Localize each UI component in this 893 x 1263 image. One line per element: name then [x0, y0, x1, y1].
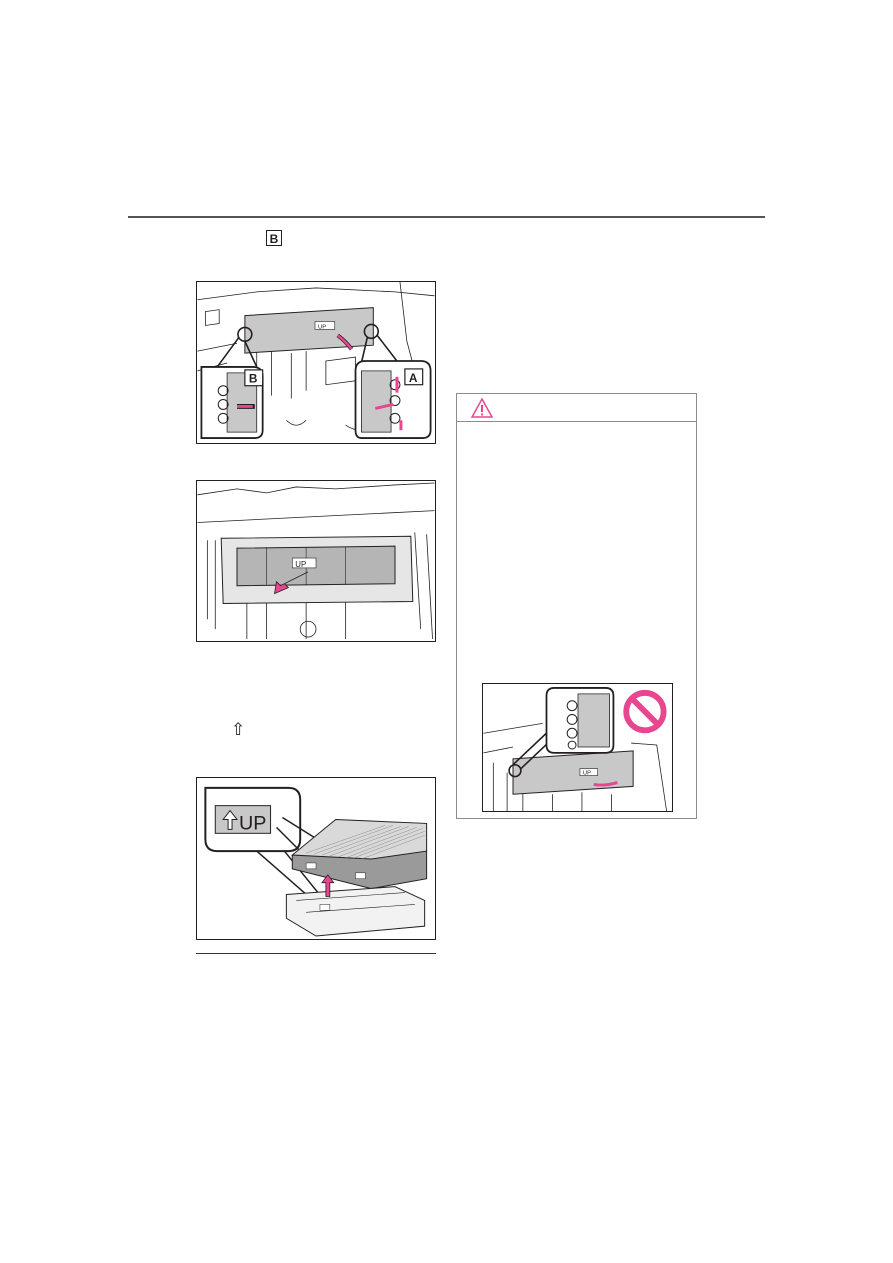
caution-box	[456, 393, 697, 819]
fig4-up-mark: UP	[583, 771, 591, 777]
wrong-removal-illustration: UP	[483, 687, 667, 811]
fig2-up-mark: UP	[295, 560, 306, 569]
figure-caution-wrong-removal: UP	[482, 683, 673, 812]
caution-header	[457, 394, 696, 422]
figure-install-new-filter: UP	[196, 777, 436, 940]
prohibition-icon	[623, 689, 667, 734]
fig1-callout-a: A	[409, 371, 418, 385]
header-rule	[128, 216, 765, 218]
key-label-b: B	[266, 230, 282, 246]
filter-case-illustration: UP	[197, 482, 435, 640]
warning-triangle-icon	[471, 398, 493, 418]
fig3-up-mark: UP	[239, 812, 266, 834]
cover-claws-illustration: UP B A	[197, 282, 435, 439]
fig1-up-mark: UP	[318, 324, 326, 330]
figure-remove-cover-claws: UP B A	[196, 281, 436, 444]
fig1-callout-b: B	[249, 372, 258, 386]
new-filter-illustration: UP	[204, 786, 428, 937]
up-arrow-icon: ⇧	[231, 720, 246, 739]
figure-remove-filter-case: UP	[196, 480, 436, 642]
section-end-rule	[196, 953, 436, 954]
